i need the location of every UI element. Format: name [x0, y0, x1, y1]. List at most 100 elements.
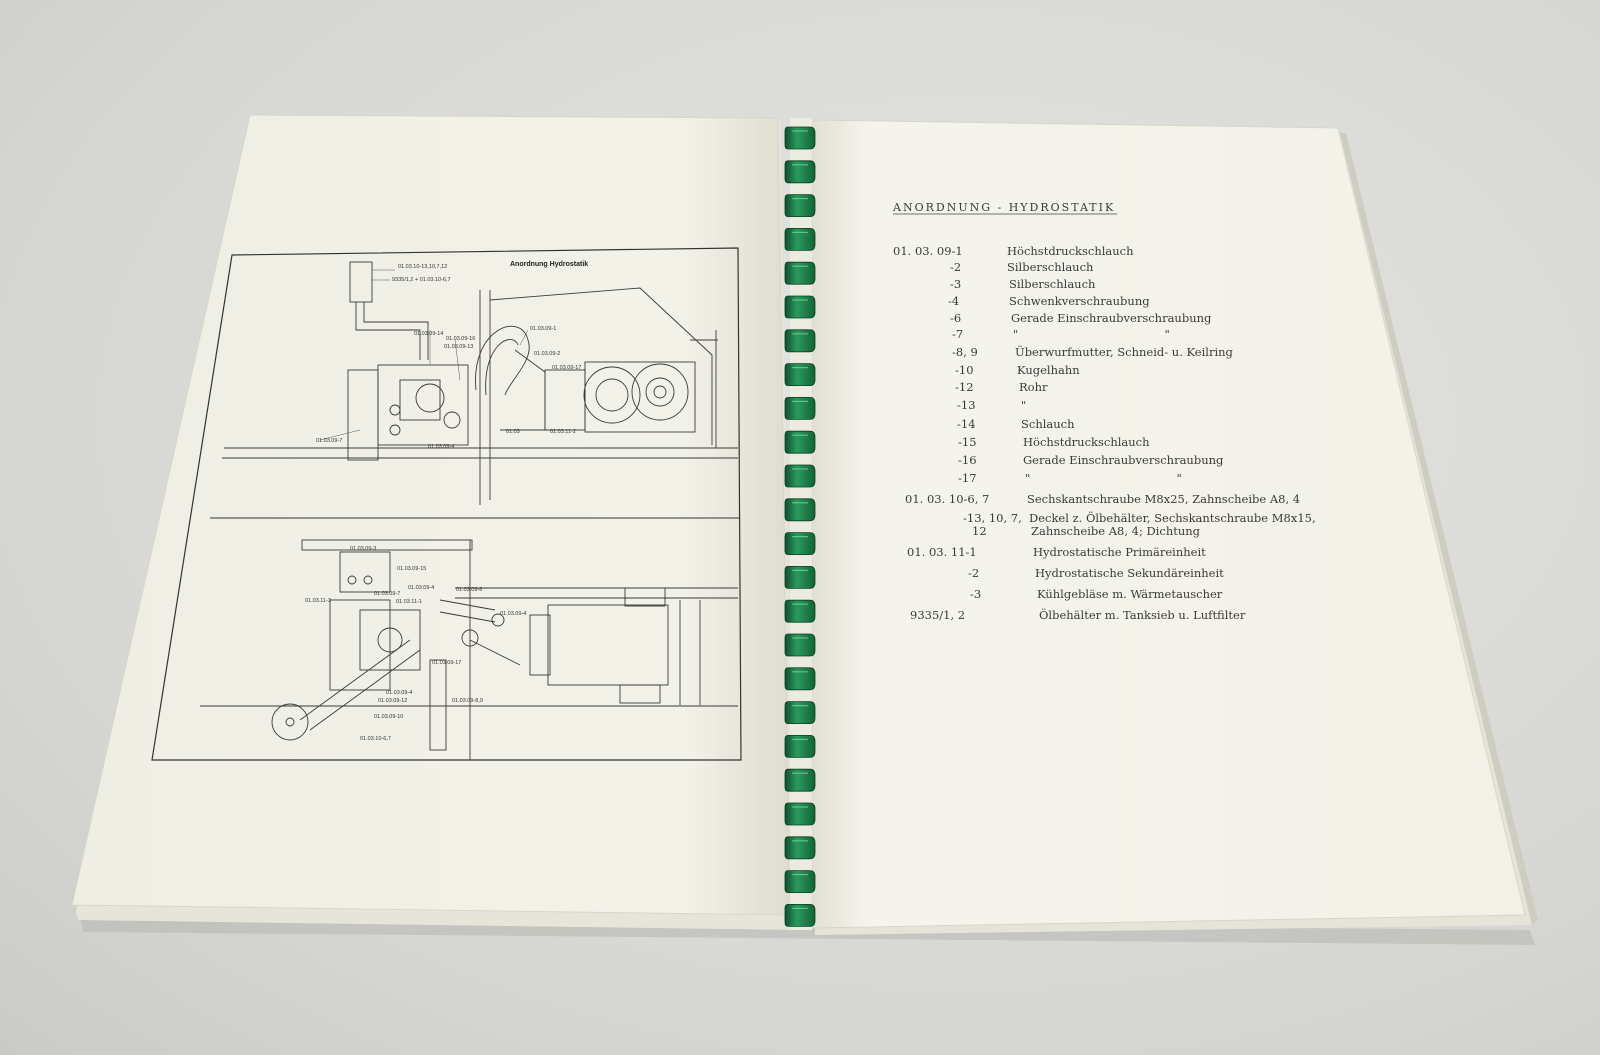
list-item: -15 Höchstdruckschlauch	[958, 435, 1150, 449]
drawing-label: 01.03.09-17	[432, 660, 461, 666]
part-code: 01. 03. 09-1	[893, 244, 963, 258]
part-code: 01. 03. 10-6, 7	[905, 492, 989, 506]
part-code: 12	[972, 524, 987, 538]
spiral-ring	[784, 363, 816, 386]
spiral-ring	[784, 870, 816, 893]
part-description: Kühlgebläse m. Wärmetauscher	[1037, 587, 1223, 601]
drawing-label: 01.03.09-16	[446, 336, 475, 342]
list-heading: ANORDNUNG - HYDROSTATIK	[892, 201, 1115, 214]
spiral-ring	[784, 768, 816, 792]
list-item: -13, 10, 7, Deckel z. Ölbehälter, Sechska…	[963, 511, 1316, 525]
part-code: -14	[957, 417, 976, 431]
drawing-label: 01.03.09-10	[374, 714, 403, 720]
drawing-label: 01.03.09-4	[500, 611, 526, 617]
list-item: -12 Rohr	[955, 380, 1048, 394]
part-code: -4	[948, 294, 959, 308]
part-code: -16	[958, 453, 977, 467]
spiral-ring	[784, 397, 816, 420]
drawing-label: 01.03.11-1	[396, 599, 422, 605]
list-item: -6 Gerade Einschraubverschraubung	[950, 311, 1212, 325]
part-code: -6	[950, 311, 961, 325]
part-code: -13	[957, 398, 976, 412]
part-description: Schlauch	[1021, 417, 1075, 431]
spiral-ring	[784, 701, 816, 724]
list-item: 01. 03. 11-1 Hydrostatische Primäreinheit	[907, 545, 1206, 559]
spiral-ring	[784, 498, 816, 522]
drawing-label: 01.03.09-13	[444, 344, 473, 350]
spiral-ring	[784, 329, 816, 353]
technical-drawing: Anordnung Hydrostatik	[151, 247, 742, 761]
spiral-ring	[784, 464, 816, 488]
drawing-label: 01.03	[506, 429, 520, 435]
list-item: 01. 03. 09-1 Höchstdruckschlauch	[893, 244, 1134, 258]
spiral-ring	[784, 228, 816, 251]
part-code: -13, 10, 7,	[963, 511, 1022, 525]
list-item: -17" "	[958, 471, 1182, 485]
part-description: Hydrostatische Primäreinheit	[1033, 545, 1206, 559]
spiral-ring	[784, 126, 816, 150]
drawing-title: Anordnung Hydrostatik	[510, 261, 588, 268]
list-item: -2 Hydrostatische Sekundäreinheit	[968, 566, 1224, 580]
spiral-ring	[784, 566, 816, 589]
part-description: Kugelhahn	[1017, 363, 1080, 377]
part-code: -12	[955, 380, 974, 394]
drawing-label: 01.03.09-4	[408, 585, 434, 591]
lower-labels: 01.03.09-3 01.03.09-15 01.03.09-4 01.03.…	[305, 546, 526, 742]
part-description: Rohr	[1019, 380, 1048, 394]
drawing-label: 01.03.10-13,10,7,12	[398, 264, 447, 270]
drawing-label: 01.03.09-4	[428, 444, 454, 450]
spiral-ring	[784, 735, 816, 758]
part-code: -7	[952, 327, 963, 341]
part-description: Höchstdruckschlauch	[1007, 244, 1134, 258]
spiral-ring	[784, 160, 816, 184]
drawing-label: 01.03.10-6,7	[360, 736, 391, 742]
part-code: -15	[958, 435, 977, 449]
part-description: Überwurfmutter, Schneid- u. Keilring	[1015, 345, 1234, 359]
part-description: Silberschlauch	[1009, 277, 1096, 291]
list-item: -13"	[957, 398, 1026, 412]
lower-view	[200, 539, 738, 760]
drawing-label: 01.03.09-8,9	[452, 698, 483, 704]
part-description: Höchstdruckschlauch	[1023, 435, 1150, 449]
part-code: 01. 03. 11-1	[907, 545, 977, 559]
upper-labels: 01.03.10-13,10,7,12 9335/1,2 + 01.03.10-…	[316, 264, 581, 450]
spiral-ring	[784, 532, 816, 555]
spiral-ring	[784, 633, 816, 657]
spiral-ring	[784, 802, 816, 826]
drawing-label: 01.03.11-2	[550, 429, 576, 435]
part-code: -2	[968, 566, 979, 580]
list-item: -3 Silberschlauch	[950, 277, 1096, 291]
drawing-label: 01.03.09-4	[386, 690, 412, 696]
list-item: -3 Kühlgebläse m. Wärmetauscher	[970, 587, 1223, 601]
drawing-label: 9335/1,2 + 01.03.10-6,7	[392, 277, 451, 283]
part-description: Hydrostatische Sekundäreinheit	[1035, 566, 1224, 580]
part-description: Schwenkverschraubung	[1009, 294, 1150, 308]
right-page-edge	[1340, 133, 1538, 925]
drawing-label: 01.03.11-3	[305, 598, 331, 604]
drawing-label: 01.03.09-1	[530, 326, 556, 332]
part-description: Deckel z. Ölbehälter, Sechskantschraube …	[1029, 511, 1316, 525]
spiral-ring	[784, 667, 816, 691]
part-code: -3	[950, 277, 961, 291]
spiral-gutter	[790, 118, 812, 930]
drawing-label: 01.03.09-6	[456, 587, 482, 593]
drawing-label: 01.03.09-14	[414, 331, 443, 337]
list-item: -16 Gerade Einschraubverschraubung	[958, 453, 1224, 467]
part-code: -2	[950, 260, 961, 274]
spiral-ring	[784, 836, 816, 860]
part-code: 9335/1, 2	[910, 608, 965, 622]
part-description: Gerade Einschraubverschraubung	[1011, 311, 1212, 325]
part-description: Sechskantschraube M8x25, Zahnscheibe A8,…	[1027, 492, 1300, 506]
part-code: -3	[970, 587, 981, 601]
part-code: -10	[955, 363, 974, 377]
part-description: Gerade Einschraubverschraubung	[1023, 453, 1224, 467]
drawing-label: 01.03.09-15	[397, 566, 426, 572]
spiral-ring	[784, 295, 816, 319]
list-item: -7" "	[952, 327, 1170, 341]
